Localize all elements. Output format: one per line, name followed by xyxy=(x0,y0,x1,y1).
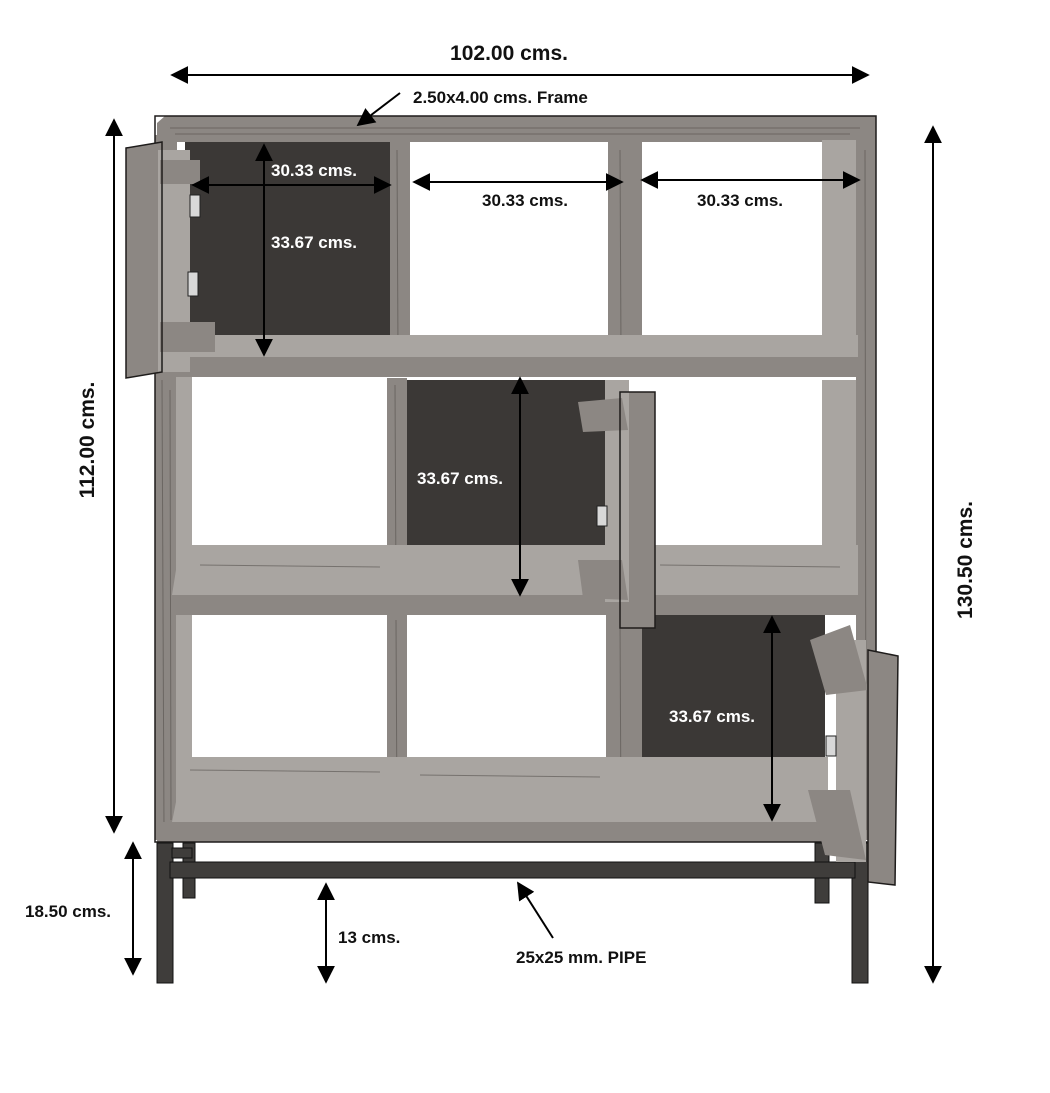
bottom-frame xyxy=(157,822,857,842)
stretcher-bar xyxy=(169,861,856,879)
label-cell-height-3: 33.67 cms. xyxy=(669,707,755,726)
metal-pipe-base xyxy=(156,842,869,984)
back-panel-bottom-right xyxy=(640,615,825,760)
door-panel xyxy=(126,142,162,378)
dimension-lines xyxy=(105,66,942,984)
label-cell-width-1: 30.33 cms. xyxy=(271,161,357,180)
dimension-labels: 102.00 cms. 2.50x4.00 cms. Frame 30.33 c… xyxy=(25,42,977,967)
door-cleat-bottom xyxy=(160,322,215,352)
door-cleat-bottom xyxy=(808,790,866,860)
door-middle xyxy=(578,380,656,629)
label-total-height: 130.50 cms. xyxy=(954,501,977,619)
front-left-leg xyxy=(156,842,174,984)
right-side-inner-top xyxy=(822,140,856,340)
label-total-width: 102.00 cms. xyxy=(450,42,568,65)
door-cleat-top xyxy=(160,160,200,184)
shelf-2-top xyxy=(172,545,858,595)
door-top-left xyxy=(125,141,215,379)
door-cleat-top xyxy=(810,625,868,695)
label-cell-width-2: 30.33 cms. xyxy=(482,191,568,210)
label-cell-height-1: 33.67 cms. xyxy=(271,233,357,252)
label-cell-width-3: 30.33 cms. xyxy=(697,191,783,210)
divider-mid-1 xyxy=(387,378,407,598)
label-cabinet-height: 112.00 cms. xyxy=(76,382,99,499)
right-side-inner-mid xyxy=(822,380,856,550)
door-cleat-top xyxy=(578,398,628,432)
label-stretcher-height: 13 cms. xyxy=(338,928,400,947)
divider-top-2 xyxy=(608,140,642,355)
divider-top-1 xyxy=(390,140,410,355)
bookshelf-cabinet xyxy=(154,115,877,843)
hinge xyxy=(825,735,837,757)
shelf-2-edge xyxy=(172,595,858,615)
shelf-1-edge xyxy=(172,357,858,377)
door-bottom-right xyxy=(808,625,899,886)
door-panel xyxy=(868,650,898,885)
door-cleat-bottom xyxy=(578,560,628,600)
frame-pointer xyxy=(356,92,401,127)
hinge-upper xyxy=(189,194,201,218)
back-panel-top-left xyxy=(185,140,390,335)
label-pipe: 25x25 mm. PIPE xyxy=(516,948,646,967)
shelf-1-top xyxy=(175,335,858,357)
label-cell-height-2: 33.67 cms. xyxy=(417,469,503,488)
label-frame: 2.50x4.00 cms. Frame xyxy=(413,88,588,107)
hinge-lower xyxy=(187,271,199,297)
shelf-3-top xyxy=(172,757,828,822)
left-joint xyxy=(171,847,193,859)
top-frame xyxy=(157,116,876,142)
hinge xyxy=(596,505,608,527)
pipe-pointer xyxy=(517,881,554,939)
label-leg-height: 18.50 cms. xyxy=(25,902,111,921)
